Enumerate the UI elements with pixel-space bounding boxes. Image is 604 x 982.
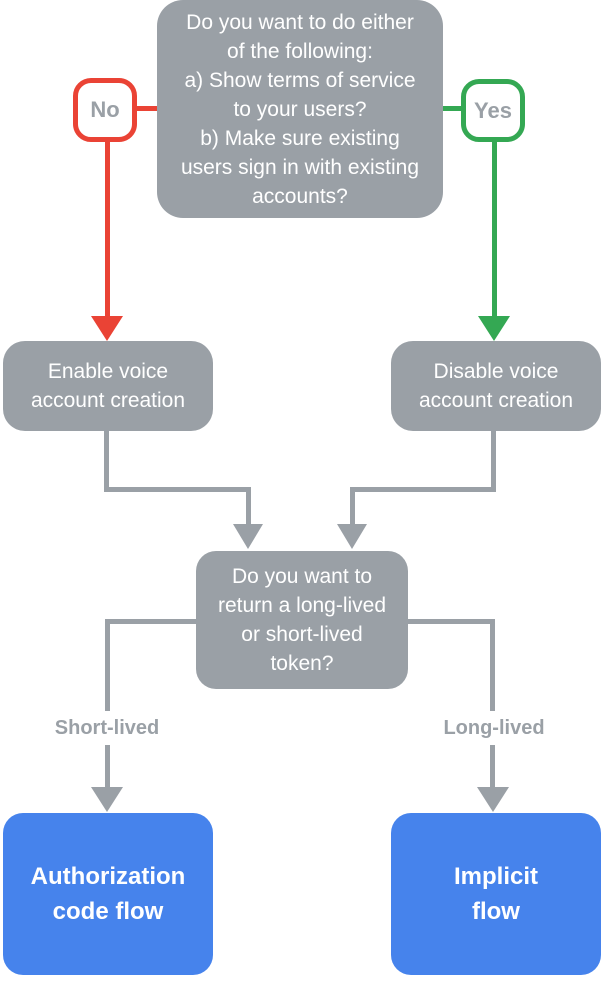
- top-question-node: Do you want to do either of the followin…: [157, 0, 443, 218]
- connector-line-long-across: [408, 619, 495, 624]
- connector-line-yes-horizontal: [443, 106, 461, 111]
- no-badge: No: [73, 78, 137, 142]
- connector-line-enable-across: [104, 487, 250, 492]
- connector-line-no-vertical: [105, 142, 110, 318]
- connector-line-short-down: [105, 619, 110, 787]
- connector-line-no-horizontal: [137, 106, 157, 111]
- implicit-flow-node: Implicit flow: [391, 813, 601, 975]
- connector-line-disable-down: [491, 431, 496, 492]
- authorization-code-flow-node: Authorization code flow: [3, 813, 213, 975]
- arrow-down-green-icon: [478, 316, 510, 341]
- connector-line-long-down: [490, 619, 495, 787]
- arrow-down-gray-icon: [337, 524, 367, 549]
- disable-voice-node: Disable voice account creation: [391, 341, 601, 431]
- connector-line-disable-across: [350, 487, 496, 492]
- long-lived-label: Long-lived: [409, 711, 579, 745]
- yes-badge: Yes: [461, 79, 525, 142]
- arrow-down-red-icon: [91, 316, 123, 341]
- token-question-node: Do you want to return a long-lived or sh…: [196, 551, 408, 689]
- connector-line-yes-vertical: [492, 142, 497, 318]
- arrow-down-gray-icon: [91, 787, 123, 812]
- arrow-down-gray-icon: [233, 524, 263, 549]
- arrow-down-gray-icon: [477, 787, 509, 812]
- connector-line-enable-drop: [246, 487, 251, 524]
- connector-line-short-across: [105, 619, 196, 624]
- enable-voice-node: Enable voice account creation: [3, 341, 213, 431]
- connector-line-disable-drop: [350, 487, 355, 524]
- short-lived-label: Short-lived: [22, 711, 192, 745]
- connector-line-enable-down: [104, 431, 109, 492]
